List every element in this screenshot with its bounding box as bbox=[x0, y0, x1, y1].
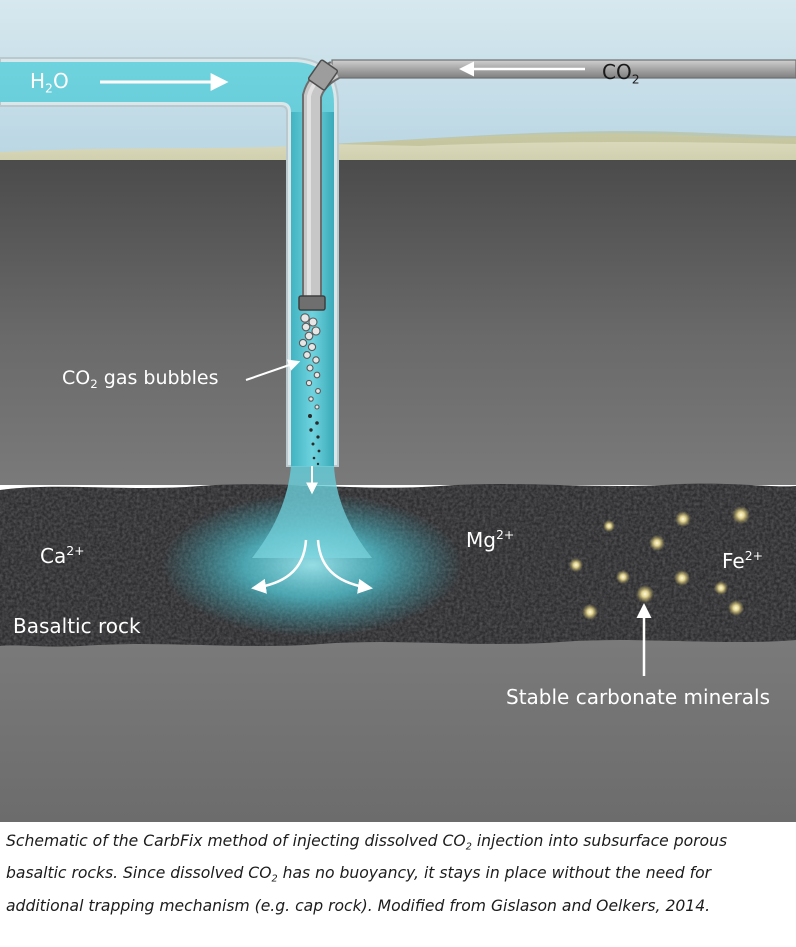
ground-upper bbox=[0, 160, 796, 485]
fe-ion-label: Fe2+ bbox=[722, 548, 763, 574]
figure-caption: Schematic of the CarbFix method of injec… bbox=[6, 832, 728, 915]
carbonate-mineral-sparks bbox=[569, 506, 750, 620]
carbfix-diagram bbox=[0, 0, 796, 822]
stable-carbonate-minerals-label: Stable carbonate minerals bbox=[506, 685, 771, 709]
co2-bubbles bbox=[298, 313, 321, 410]
spread-right-arrow bbox=[316, 539, 373, 594]
bubbles-pointer bbox=[245, 359, 301, 381]
co2-nozzle bbox=[298, 295, 326, 311]
mg-ion-label: Mg2+ bbox=[466, 527, 515, 553]
horizon-strip bbox=[330, 131, 796, 146]
basaltic-rock-label: Basaltic rock bbox=[13, 614, 141, 638]
water-plume bbox=[162, 493, 462, 637]
spread-left-arrow bbox=[251, 539, 308, 594]
ca-ion-label: Ca2+ bbox=[40, 543, 85, 569]
co2-label: CO2 bbox=[602, 60, 640, 87]
water-stream bbox=[252, 466, 372, 558]
co2-gas-bubbles-label: CO2 gas bubbles bbox=[62, 367, 219, 392]
co2-valve bbox=[307, 59, 339, 91]
dissolving-bubbles bbox=[308, 414, 321, 466]
h2o-label: H2O bbox=[30, 69, 69, 96]
ground-lower bbox=[0, 640, 796, 822]
